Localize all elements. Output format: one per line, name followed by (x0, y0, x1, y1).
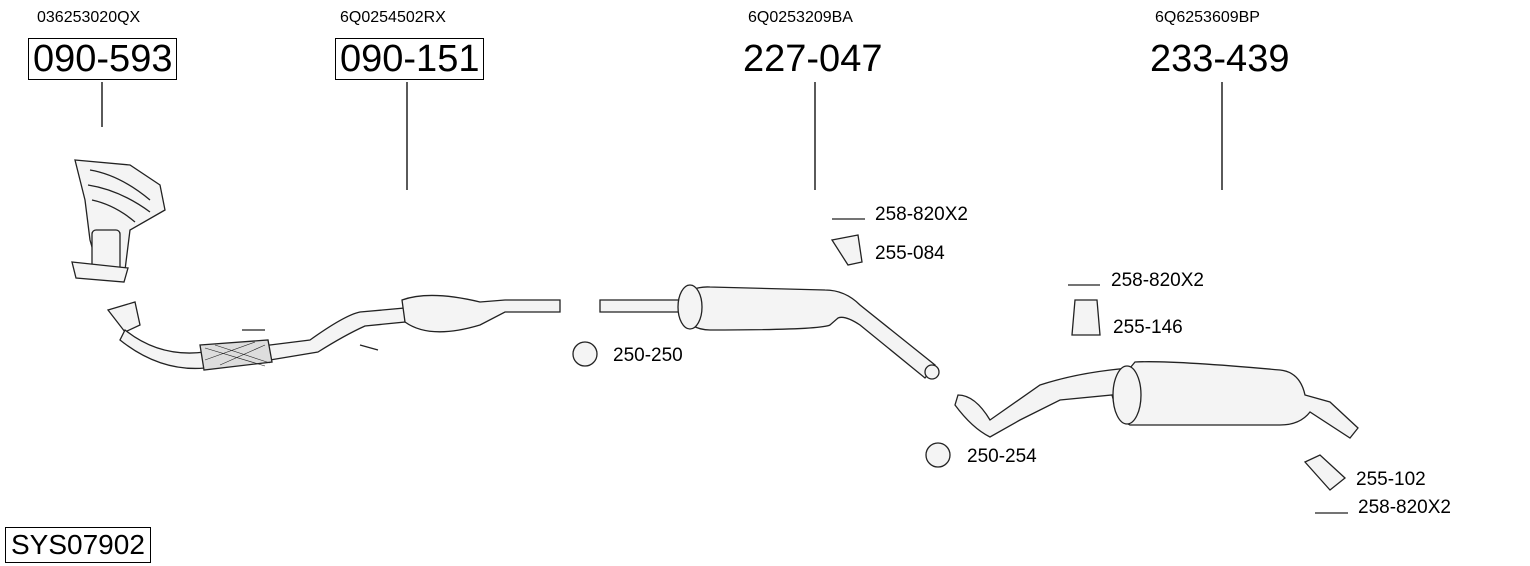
part-number-1[interactable]: 090-593 (28, 38, 178, 80)
clamp-250-250 (572, 341, 598, 367)
clamp-250-254 (925, 442, 951, 468)
accessory-label[interactable]: 250-250 (613, 345, 683, 366)
accessory-label[interactable]: 258-820X2 (1358, 497, 1451, 518)
accessory-label[interactable]: 255-102 (1356, 469, 1426, 490)
middle-silencer (599, 284, 940, 380)
part-number-3[interactable]: 227-047 (743, 38, 883, 80)
accessory-label[interactable]: 250-254 (967, 446, 1037, 467)
rear-silencer (954, 361, 1359, 439)
accessory-label[interactable]: 255-084 (875, 243, 945, 264)
accessory-label[interactable]: 255-146 (1113, 317, 1183, 338)
front-pipe (106, 294, 561, 371)
oe-number-4: 6Q6253609BP (1155, 9, 1260, 26)
accessory-label[interactable]: 258-820X2 (875, 204, 968, 225)
oe-number-2: 6Q0254502RX (340, 9, 446, 26)
hanger-255-146 (1071, 299, 1101, 336)
hanger-255-084 (830, 234, 863, 266)
part-number-4[interactable]: 233-439 (1150, 38, 1290, 80)
oe-number-1: 036253020QX (37, 9, 141, 26)
oe-number-3: 6Q0253209BA (748, 9, 853, 26)
part-number-2[interactable]: 090-151 (335, 38, 485, 80)
hanger-255-102 (1303, 454, 1346, 491)
accessory-label[interactable]: 258-820X2 (1111, 270, 1204, 291)
exhaust-manifold (71, 159, 166, 283)
system-id: SYS07902 (5, 527, 151, 563)
